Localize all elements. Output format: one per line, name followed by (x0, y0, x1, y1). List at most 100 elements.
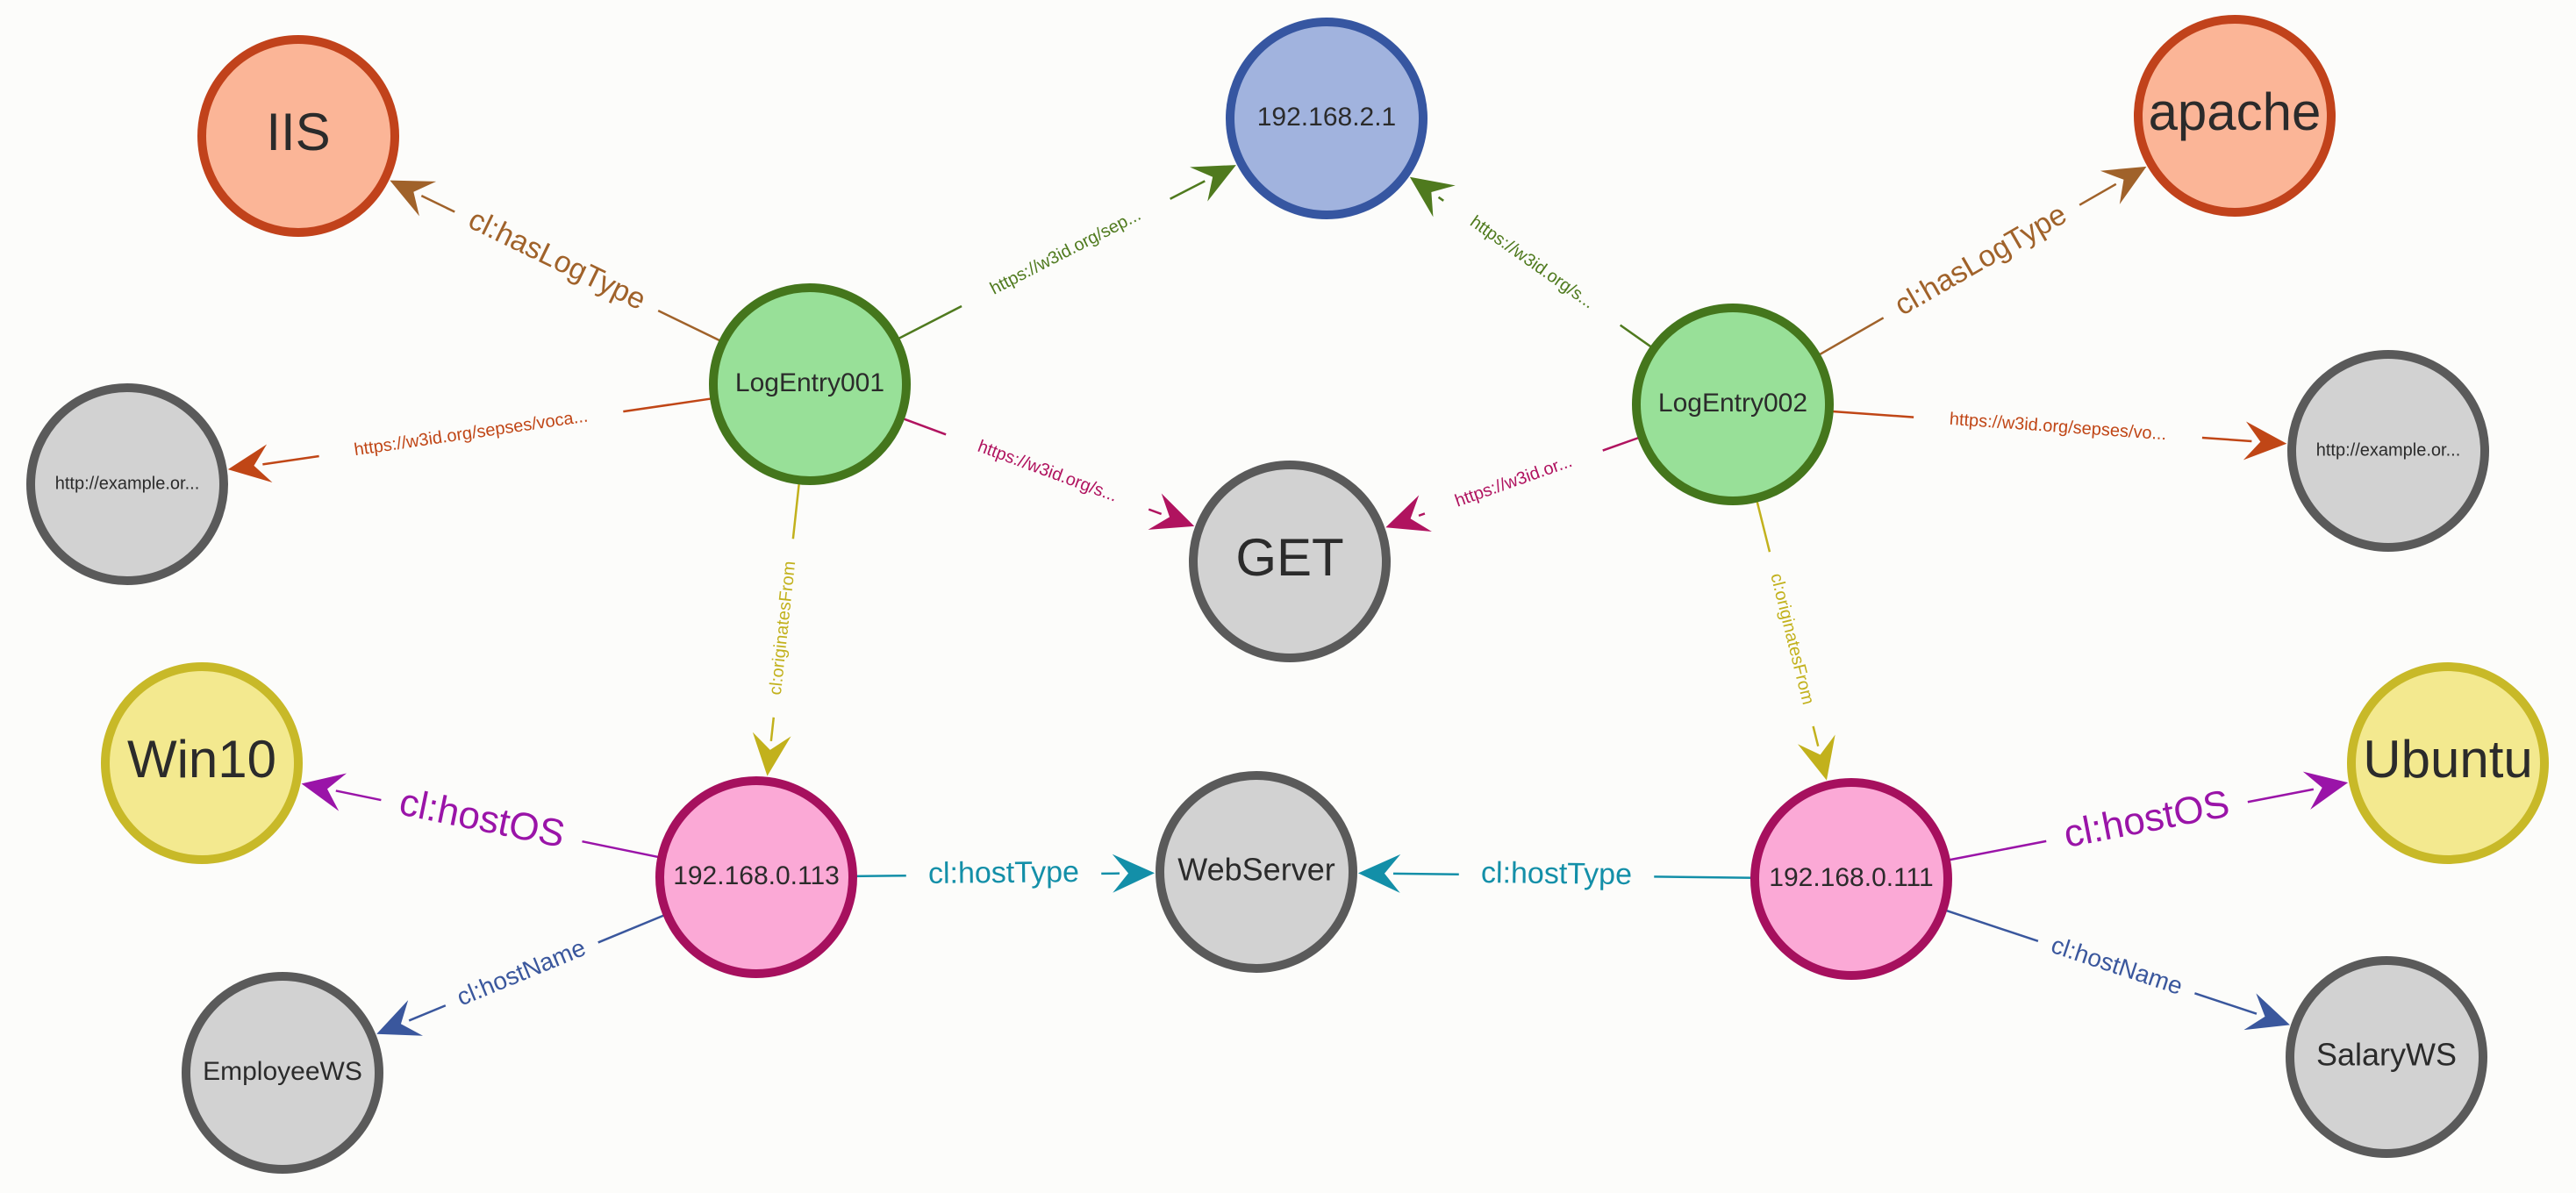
node-label: LogEntry001 (735, 368, 884, 397)
node-log2[interactable]: LogEntry002 (1632, 304, 1834, 505)
node-circle (1226, 18, 1428, 219)
arrowhead-icon (1112, 854, 1156, 893)
edge-line (1828, 410, 1914, 418)
node-ip113[interactable]: 192.168.0.113 (655, 776, 857, 978)
arrowhead-icon (2302, 771, 2349, 810)
node-label: Ubuntu (2363, 730, 2532, 789)
node-circle (709, 283, 911, 485)
edge-log1-ip2[interactable]: https://w3id.org/sep... (895, 165, 1236, 341)
node-salaryws[interactable]: SalaryWS (2286, 956, 2487, 1158)
node-label: http://example.or... (55, 474, 200, 493)
edge-line (2247, 788, 2315, 804)
arrowhead-icon (2243, 421, 2287, 461)
edge-label: cl:hostOS (2060, 782, 2233, 856)
edge-line (1812, 725, 1820, 747)
edge-label: cl:originatesFrom (1766, 571, 1817, 706)
edge-log2-get[interactable]: https://w3id.or... (1385, 435, 1642, 532)
edge-line (420, 194, 455, 213)
arrowhead-icon (1797, 734, 1835, 781)
arrowhead-icon (1385, 495, 1432, 532)
node-label: http://example.or... (2316, 440, 2461, 460)
edge-line (769, 717, 776, 742)
edge-line (582, 839, 662, 860)
arrowhead-icon (376, 1000, 423, 1036)
edge-line (899, 416, 947, 436)
edge-label: cl:hostOS (396, 781, 569, 856)
edge-line (335, 789, 382, 802)
edge-log2-ip111[interactable]: cl:originatesFrom (1755, 497, 1835, 781)
edge-label: https://w3id.org/sepses/voca... (353, 406, 589, 460)
edge-log2-ip2[interactable]: https://w3id.org/s... (1409, 176, 1655, 350)
edge-line (1755, 497, 1771, 553)
node-circle (101, 662, 303, 864)
node-label: 192.168.2.1 (1257, 103, 1396, 132)
edge-line (1654, 875, 1756, 879)
node-label: 192.168.0.113 (673, 861, 840, 890)
edge-log2-ex2[interactable]: https://w3id.org/sepses/vo... (1828, 410, 2287, 461)
edge-line (1619, 324, 1655, 350)
edge-label: https://w3id.org/s... (975, 437, 1120, 506)
edge-log2-apache[interactable]: cl:hasLogType (1815, 166, 2147, 358)
edge-line (597, 912, 668, 944)
node-webserver[interactable]: WebServer (1156, 771, 1357, 973)
node-employeews[interactable]: EmployeeWS (182, 972, 383, 1174)
arrowhead-icon (1409, 176, 1456, 218)
edge-line (1942, 908, 2039, 943)
edge-ip113-webserver[interactable]: cl:hostType (852, 854, 1156, 893)
arrowhead-icon (301, 773, 347, 811)
edge-log1-ex1[interactable]: https://w3id.org/sepses/voca... (227, 396, 715, 482)
node-circle (2134, 15, 2336, 217)
node-ex1[interactable]: http://example.or... (26, 383, 228, 585)
node-label: GET (1235, 528, 1343, 587)
edge-line (1392, 872, 1459, 875)
edge-log1-ip113[interactable]: cl:originatesFrom (752, 480, 801, 776)
arrowhead-icon (1357, 854, 1401, 893)
edge-label: cl:hostType (1481, 856, 1632, 891)
edge-label: https://w3id.org/s... (1466, 212, 1598, 313)
node-circle (1189, 461, 1391, 662)
edge-line (657, 309, 724, 344)
edge-line (1418, 512, 1426, 518)
node-get[interactable]: GET (1189, 461, 1391, 662)
edge-line (262, 454, 319, 466)
edge-label: https://w3id.org/sepses/vo... (1949, 410, 2167, 444)
node-log1[interactable]: LogEntry001 (709, 283, 911, 485)
edge-line (852, 874, 906, 878)
edge-ip111-ubuntu[interactable]: cl:hostOS (1945, 771, 2349, 862)
edge-line (1945, 839, 2047, 862)
node-iis[interactable]: IIS (197, 35, 399, 237)
arrowhead-icon (1148, 493, 1195, 530)
arrowhead-icon (2243, 993, 2290, 1031)
edge-label: cl:hasLogType (1889, 197, 2072, 322)
node-label: EmployeeWS (203, 1057, 362, 1086)
edge-ip113-win10[interactable]: cl:hostOS (301, 773, 662, 860)
node-ubuntu[interactable]: Ubuntu (2347, 662, 2549, 864)
node-label: 192.168.0.111 (1769, 863, 1933, 892)
edge-line (1170, 180, 1206, 200)
edge-log1-get[interactable]: https://w3id.org/s... (899, 416, 1195, 530)
edge-line (623, 396, 715, 413)
node-ip2[interactable]: 192.168.2.1 (1226, 18, 1428, 219)
node-win10[interactable]: Win10 (101, 662, 303, 864)
edge-line (2079, 182, 2117, 206)
edge-log1-iis[interactable]: cl:hasLogType (390, 180, 724, 344)
node-ip111[interactable]: 192.168.0.111 (1750, 778, 1952, 980)
edge-ip111-salaryws[interactable]: cl:hostName (1942, 908, 2290, 1031)
node-ex2[interactable]: http://example.or... (2287, 350, 2489, 552)
edge-line (895, 304, 962, 341)
edge-ip111-webserver[interactable]: cl:hostType (1357, 854, 1756, 893)
edge-label: https://w3id.org/sep... (987, 205, 1144, 299)
edge-line (1602, 435, 1642, 452)
node-apache[interactable]: apache (2134, 15, 2336, 217)
node-circle (2347, 662, 2549, 864)
node-circle (2287, 350, 2489, 552)
arrowhead-icon (227, 444, 273, 482)
node-circle (2286, 956, 2487, 1158)
edge-ip113-employeews[interactable]: cl:hostName (376, 912, 668, 1036)
edge-label: https://w3id.or... (1452, 452, 1574, 511)
node-label: IIS (266, 103, 330, 161)
arrowhead-icon (390, 180, 437, 217)
edge-label: cl:originatesFrom (766, 561, 799, 697)
